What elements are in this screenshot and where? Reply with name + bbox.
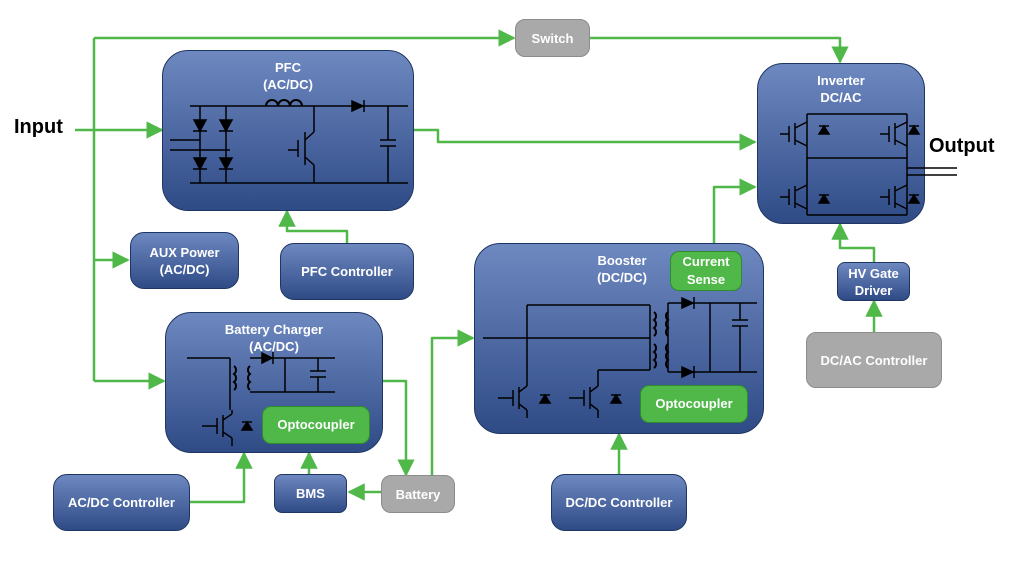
booster-title: Booster [597,253,647,268]
switch-block[interactable]: Switch [515,19,590,57]
optocoupler-charger-label: Optocoupler [277,417,355,432]
acdc-controller-block[interactable]: AC/DC Controller [53,474,190,531]
current-sense-line2: Sense [686,272,726,287]
current-sense-line1: Current [682,254,730,269]
dcdc-controller-block[interactable]: DC/DC Controller [551,474,687,531]
acdc-controller-label: AC/DC Controller [68,495,175,510]
battery-to-booster-arrow [430,329,475,475]
pfc-controller-to-pfc-arrow [278,209,349,243]
battery-charger-subtitle: (AC/DC) [249,339,299,354]
inverter-subtitle: DC/AC [820,90,862,105]
optocoupler-booster-label: Optocoupler [655,396,733,411]
pfc-block[interactable]: PFC (AC/DC) [162,50,414,211]
hv-gate-driver-line1: HV Gate [848,265,899,281]
dcac-controller-label: DC/AC Controller [820,352,928,368]
aux-power-subtitle: (AC/DC) [159,261,210,277]
optocoupler-charger-block[interactable]: Optocoupler [262,406,370,444]
aux-power-title: AUX Power [149,244,220,260]
pfc-controller-label: PFC Controller [301,264,393,279]
optocoupler-booster-block[interactable]: Optocoupler [640,385,748,423]
current-sense-to-inverter-arrow [712,178,757,245]
pfc-controller-block[interactable]: PFC Controller [280,243,414,300]
battery-charger-title: Battery Charger [224,322,324,337]
switch-label: Switch [531,30,574,46]
dcac-controller-block[interactable]: DC/AC Controller [806,332,942,388]
hv-gate-driver-line2: Driver [854,282,893,298]
aux-power-block[interactable]: AUX Power (AC/DC) [130,232,239,289]
inverter-title: Inverter [817,73,865,88]
output-label: Output [929,135,995,157]
input-label: Input [14,116,63,138]
battery-label: Battery [395,486,441,502]
pfc-title: PFC [275,60,301,75]
inverter-block[interactable]: Inverter DC/AC [757,63,925,224]
switch-to-inverter-arrow [590,36,849,64]
pfc-subtitle: (AC/DC) [263,77,313,92]
battery-block[interactable]: Battery [381,475,455,513]
booster-subtitle: (DC/DC) [597,270,647,285]
pfc-to-inverter-arrow [414,128,757,151]
bms-label: BMS [296,486,325,501]
dcdc-controller-label: DC/DC Controller [565,495,673,510]
bms-block[interactable]: BMS [274,474,347,513]
hv-gate-driver-to-inverter-arrow [831,222,876,262]
current-sense-block[interactable]: Current Sense [670,251,742,291]
battery-charger-to-battery-arrow [383,379,415,477]
hv-gate-driver-block[interactable]: HV Gate Driver [837,262,910,301]
acdc-controller-to-battery-charger-arrow [190,451,253,504]
